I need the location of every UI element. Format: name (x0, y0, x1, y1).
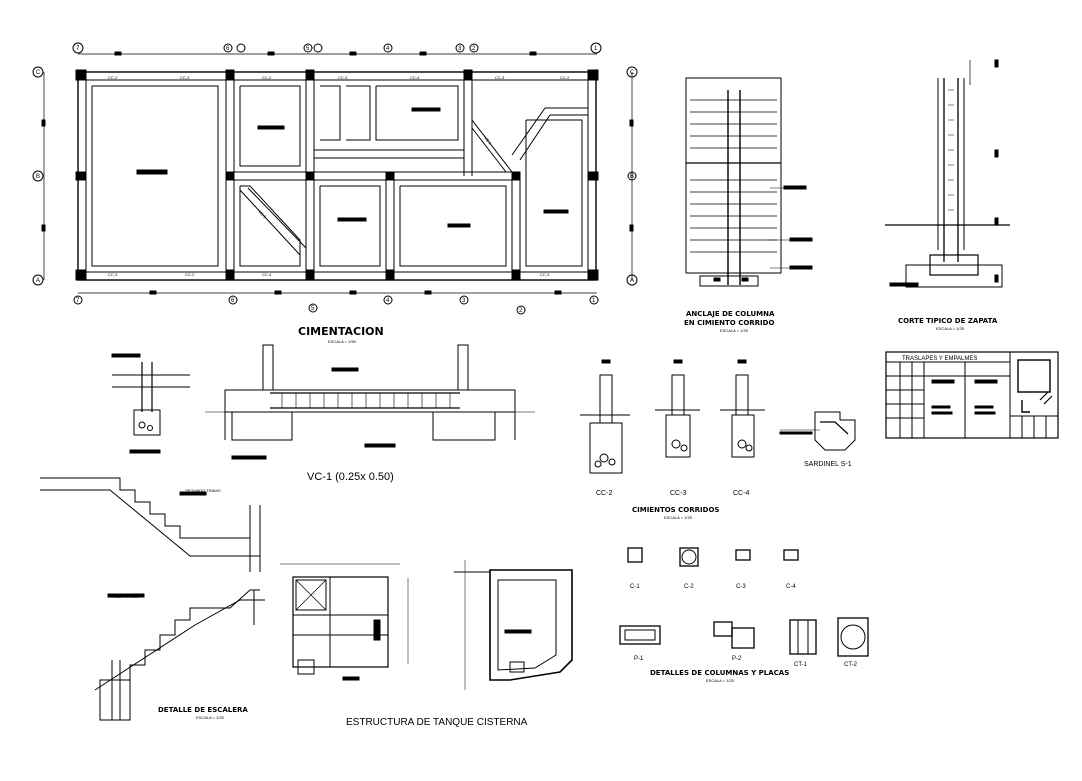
strip-label: CC-3 (670, 490, 686, 497)
grid-label: A (630, 278, 634, 284)
foundation-plan (32, 42, 638, 315)
columns-title: DETALLES DE COLUMNAS Y PLACAS (650, 669, 789, 677)
column-label: P-1 (634, 656, 644, 662)
column-anchorage-detail (685, 77, 813, 287)
beam-title: VC-1 (0.25x 0.50) (307, 471, 394, 483)
plan-scale: ESCALA = 1/50 (328, 339, 357, 344)
column-label: C-2 (684, 584, 694, 590)
grid-label: 4 (386, 46, 390, 52)
grid-label: 2 (472, 46, 476, 52)
laps-title: TRASLAPES Y EMPALMES (902, 356, 977, 362)
stair-tramo1: PRIMER TRAMO (108, 594, 139, 599)
beam-tag: CC-4 (262, 272, 272, 277)
grid-label: 1 (594, 46, 598, 52)
beam-tag: VC-1 (483, 135, 493, 146)
anclaje-scale: ESCALA = 1/25 (720, 328, 749, 333)
grid-label: B (630, 174, 634, 180)
beam-tag: CC-3 (540, 272, 550, 277)
column-label: P-2 (732, 656, 742, 662)
footing-title: CORTE TIPICO DE ZAPATA (898, 317, 998, 325)
grid-label: 7 (76, 298, 80, 304)
grid-label: 6 (231, 298, 235, 304)
grid-label: 4 (386, 298, 390, 304)
beam-tag: CC-2 (108, 75, 118, 80)
strip-label: CC-4 (733, 490, 749, 497)
strip-foundations (580, 359, 765, 474)
beam-tag: CC-3 (338, 75, 348, 80)
grid-label: 3 (458, 46, 462, 52)
curb-title: SARDINEL S-1 (804, 461, 852, 468)
column-label: C-1 (630, 584, 640, 590)
grid-label: 3 (462, 298, 466, 304)
plan-title: CIMENTACION (298, 325, 384, 338)
grid-label: 5 (306, 46, 310, 52)
grid-label: 1 (592, 298, 596, 304)
curb-s1-detail (779, 411, 856, 451)
beam-tag: CC-4 (410, 75, 420, 80)
stair-detail (40, 477, 265, 721)
typical-footing-section (885, 59, 1010, 288)
columns-scale: ESCALA = 1/25 (706, 678, 735, 683)
beam-tag: CC-2 (560, 75, 570, 80)
grid-label: 6 (226, 46, 230, 52)
stair-tramo2: SEGUNDO TRAMO (185, 488, 221, 493)
beam-tag: VC-1 (257, 209, 268, 220)
anclaje-subtitle: EN CIMIENTO CORRIDO (684, 319, 774, 327)
tank-title: ESTRUCTURA DE TANQUE CISTERNA (346, 717, 528, 728)
stair-scale: ESCALA = 1/25 (196, 715, 225, 720)
grid-label: 2 (519, 308, 523, 314)
laps-splices-table (885, 351, 1059, 439)
column-label: C-4 (786, 584, 796, 590)
grid-label: C (630, 70, 635, 76)
footing-scale: ESCALA = 1/25 (936, 326, 965, 331)
strip-scale: ESCALA = 1/25 (664, 515, 693, 520)
beam-tag: CC-3 (108, 272, 118, 277)
grid-label: C (36, 70, 41, 76)
column-sections (619, 547, 869, 657)
cistern-tank-section (454, 560, 573, 690)
anclaje-title: ANCLAJE DE COLUMNA (686, 310, 775, 318)
cistern-tank-plan (280, 563, 409, 681)
column-foundation-detail (111, 353, 190, 454)
beam-tag: CC-3 (495, 75, 505, 80)
beam-tag: CC-2 (185, 272, 195, 277)
column-label: C-3 (736, 584, 746, 590)
grid-label: 7 (76, 46, 80, 52)
strip-label: CC-2 (596, 490, 612, 497)
column-label: CT-2 (844, 662, 858, 668)
stair-title: DETALLE DE ESCALERA (158, 706, 248, 714)
strip-title: CIMIENTOS CORRIDOS (632, 506, 719, 514)
column-label: CT-1 (794, 662, 808, 668)
beam-tag: CC-2 (262, 75, 272, 80)
grid-label: A (36, 278, 40, 284)
beam-tag: CC-3 (180, 75, 190, 80)
grid-label: B (36, 174, 40, 180)
grid-label: 5 (311, 306, 315, 312)
beam-vc1-elevation (205, 344, 535, 460)
